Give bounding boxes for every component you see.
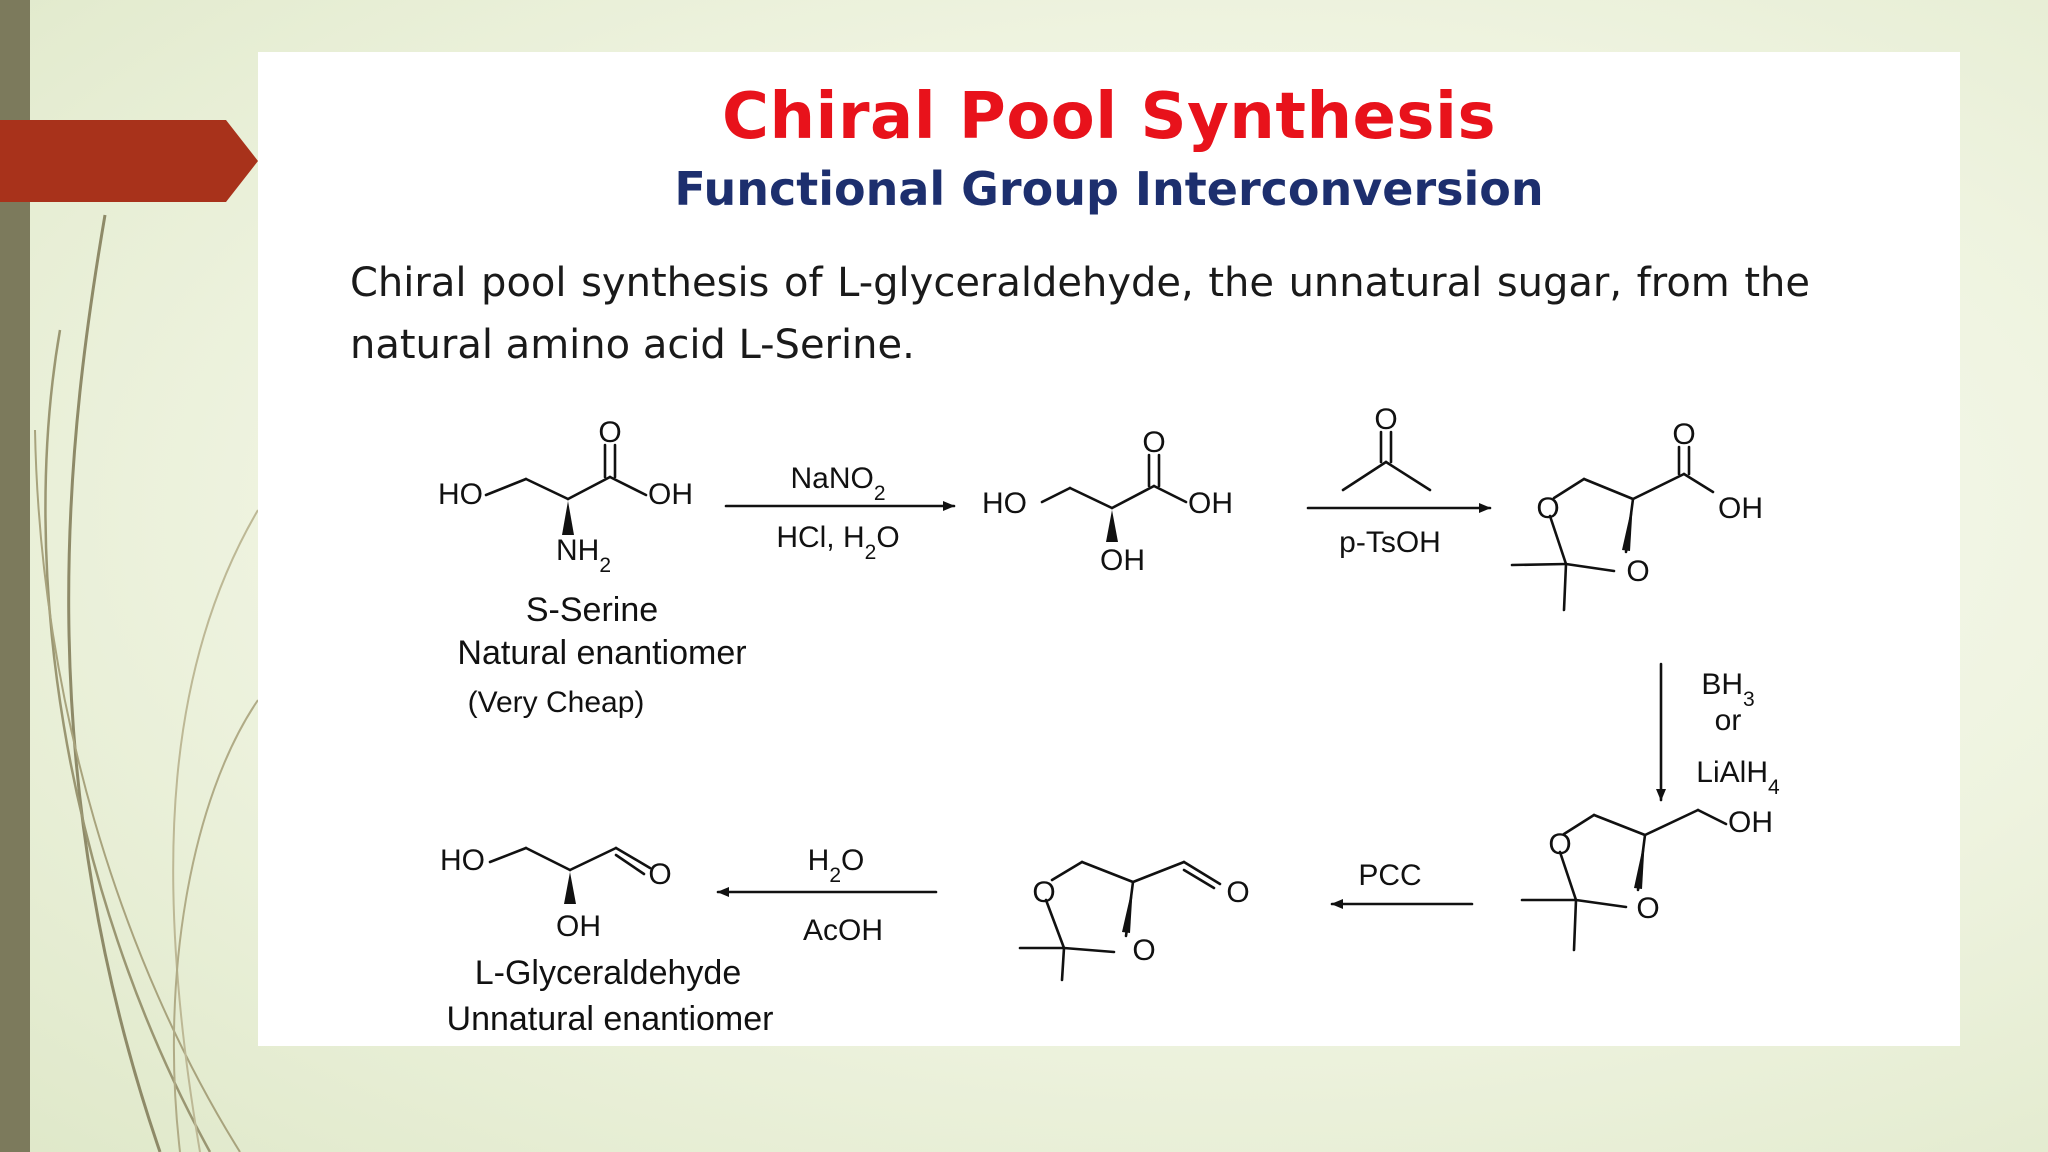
subscript: 2 — [874, 482, 886, 505]
atom-label: OH — [1100, 544, 1145, 577]
glyceraldehyde-structure — [488, 846, 652, 876]
dioxolane-acid-structure — [1510, 445, 1715, 612]
decorative-swooshes — [0, 120, 258, 1152]
serine-description: Natural enantiomer — [457, 634, 746, 672]
subscript: 2 — [829, 864, 841, 887]
acetone-structure — [1341, 430, 1432, 492]
product-name: L-Glyceraldehyde — [475, 954, 741, 992]
reagent-step3-line2: or — [1715, 704, 1742, 737]
reagent-step5-top: H2O — [808, 844, 865, 887]
subscript: 4 — [1768, 776, 1780, 799]
serine-structure — [484, 443, 648, 501]
reagent-step1-bottom: HCl, H2O — [776, 521, 899, 564]
atom-label: O — [648, 858, 671, 891]
reagent-step4: PCC — [1358, 859, 1421, 892]
product-description: Unnatural enantiomer — [447, 1000, 774, 1038]
atom-label: OH — [1728, 806, 1773, 839]
page-title: Chiral Pool Synthesis — [721, 80, 1497, 154]
subscript: 2 — [599, 554, 611, 577]
atom-label: O — [1672, 418, 1695, 451]
atom-label: O — [1132, 934, 1155, 967]
reagent-step3-line3: LiAlH4 — [1696, 756, 1780, 799]
slide-content-card: Chiral Pool Synthesis Functional Group I… — [258, 52, 1960, 1046]
reagent-step1-top: NaNO2 — [790, 462, 885, 505]
atom-label: O — [1536, 492, 1559, 525]
atom-label: O — [1636, 892, 1659, 925]
atom-label: OH — [648, 478, 693, 511]
stereo-wedges — [562, 501, 1645, 933]
atom-label: O — [1548, 828, 1571, 861]
reagent-step2: p-TsOH — [1339, 526, 1441, 559]
reagent-step3-line1: BH3 — [1701, 668, 1754, 711]
atom-label: O — [1032, 876, 1055, 909]
description-text: Chiral pool synthesis of L-glyceraldehyd… — [350, 260, 1810, 368]
subscript: 2 — [865, 541, 877, 564]
atom-label: O — [1626, 555, 1649, 588]
atom-label: HO — [982, 487, 1027, 520]
atom-label: HO — [438, 478, 483, 511]
atom-label: HO — [440, 844, 485, 877]
atom-label: O — [1142, 426, 1165, 459]
subscript: 3 — [1743, 688, 1755, 711]
page-subtitle: Functional Group Interconversion — [674, 162, 1544, 216]
atom-label: O — [598, 416, 621, 449]
atom-label: O — [1226, 876, 1249, 909]
serine-cost: (Very Cheap) — [468, 686, 645, 719]
atom-label: OH — [1188, 487, 1233, 520]
reagent-step5-bottom: AcOH — [803, 914, 883, 947]
reaction-scheme: HO OH O NH2 HO OH O OH O O O O OH O O OH… — [438, 403, 1780, 1038]
atom-label: OH — [1718, 492, 1763, 525]
accent-tab — [0, 120, 258, 202]
serine-name: S-Serine — [526, 591, 658, 629]
atom-label: NH2 — [556, 534, 611, 577]
atom-label: OH — [556, 910, 601, 943]
atom-label: O — [1374, 403, 1397, 436]
hydroxy-acid-structure — [1040, 453, 1188, 510]
